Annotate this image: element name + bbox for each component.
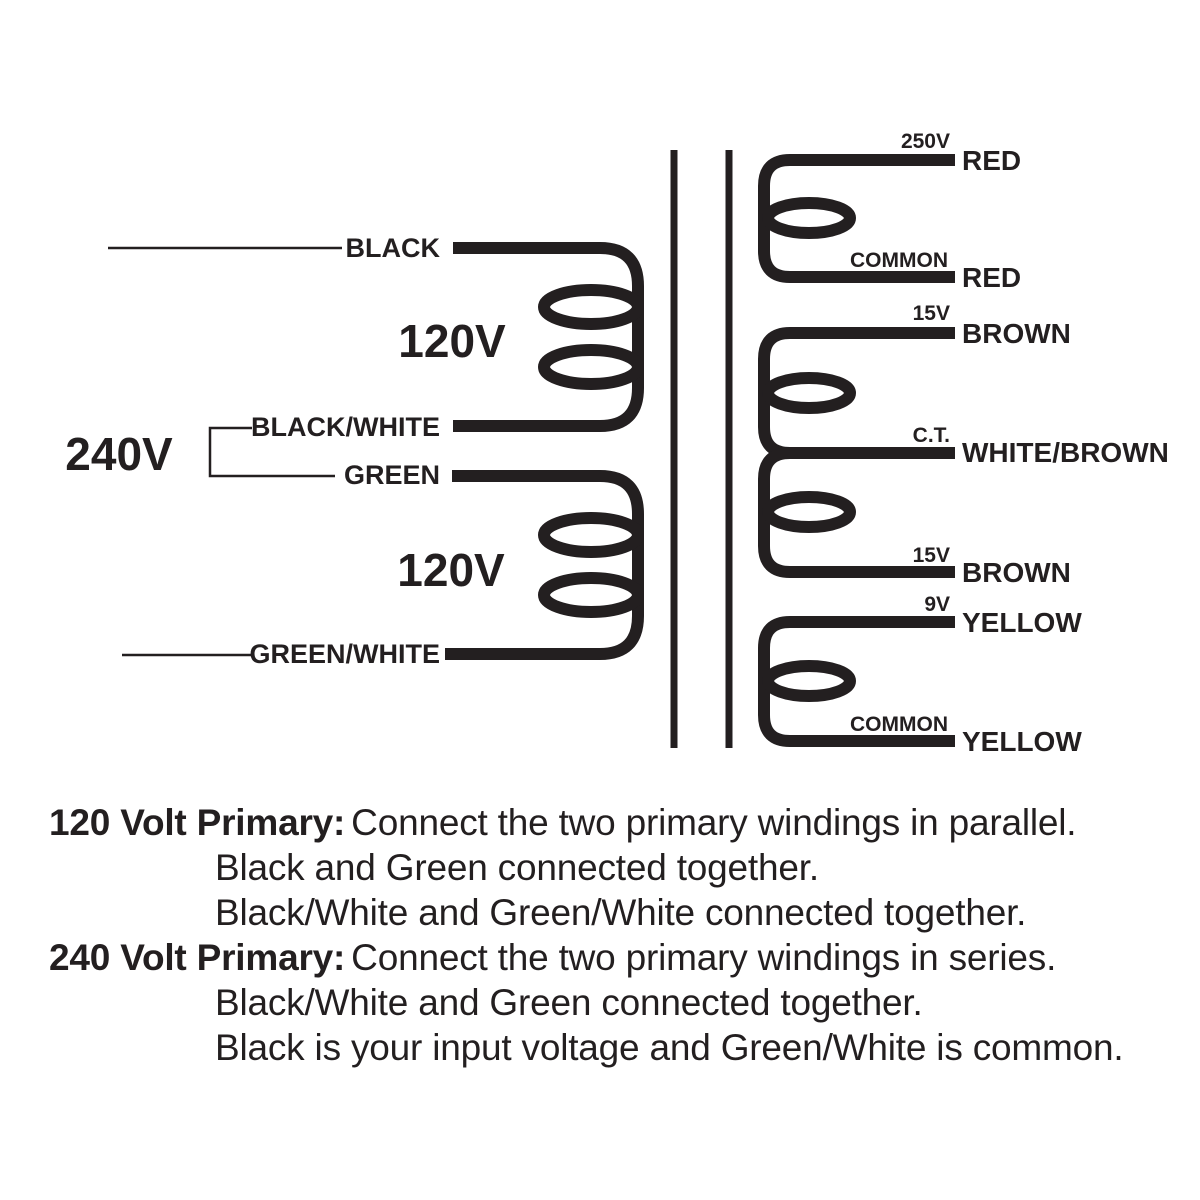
primary-winding-1-voltage-label: 120V xyxy=(398,315,506,367)
instruction-240v-detail-2: Black is your input voltage and Green/Wh… xyxy=(215,1027,1124,1068)
primary-coil-2-wire xyxy=(445,470,644,660)
secondary-coil-1-loop xyxy=(762,197,856,239)
secondary-3-bottom-tap-label: COMMON xyxy=(850,713,948,736)
instruction-120v-heading: 120 Volt Primary: xyxy=(49,802,346,843)
secondary-3-top-wire-label: YELLOW xyxy=(962,607,1082,638)
primary-input-voltage-label: 240V xyxy=(65,428,173,480)
secondary-2-center-wire-label: WHITE/BROWN xyxy=(962,437,1169,468)
primary-coil-1-wire xyxy=(453,242,644,432)
secondary-1-top-wire-label: RED xyxy=(962,145,1021,176)
series-bracket xyxy=(208,426,335,478)
black-white-lead-label: BLACK/WHITE xyxy=(251,412,440,442)
instruction-240v-lead-text: Connect the two primary windings in seri… xyxy=(351,937,1057,978)
secondary-3-top-tap-label: 9V xyxy=(924,593,950,616)
instruction-240v-heading: 240 Volt Primary: xyxy=(49,937,346,978)
secondary-2-bottom-wire-label: BROWN xyxy=(962,557,1071,588)
secondary-2-center-tap-label: C.T. xyxy=(913,424,950,447)
primary-coil-1-loop-1 xyxy=(538,284,644,330)
instruction-line-240v-heading: 240 Volt Primary:Connect the two primary… xyxy=(49,935,1189,980)
wiring-instructions: 120 Volt Primary:Connect the two primary… xyxy=(49,800,1189,1070)
instruction-120v-lead-text: Connect the two primary windings in para… xyxy=(351,802,1077,843)
primary-coil-2-loop-2 xyxy=(538,572,644,618)
secondary-coil-3-loop xyxy=(762,660,856,702)
instruction-120v-detail-1: Black and Green connected together. xyxy=(215,847,819,888)
secondary-3-bottom-wire-label: YELLOW xyxy=(962,726,1082,757)
secondary-2-bottom-tap-label: 15V xyxy=(913,544,950,567)
instruction-120v-detail-2: Black/White and Green/White connected to… xyxy=(215,892,1027,933)
secondary-coil-2-lower-wire xyxy=(758,447,955,578)
secondary-coil-2-loop-1 xyxy=(762,372,856,414)
instruction-240v-detail-1: Black/White and Green connected together… xyxy=(215,982,923,1023)
secondary-1-top-tap-label: 250V xyxy=(901,130,950,153)
secondary-1-bottom-tap-label: COMMON xyxy=(850,249,948,272)
black-lead-label: BLACK xyxy=(346,233,441,263)
primary-coil-1-loop-2 xyxy=(538,344,644,390)
secondary-1-bottom-wire-label: RED xyxy=(962,262,1021,293)
instruction-line-120v-heading: 120 Volt Primary:Connect the two primary… xyxy=(49,800,1189,845)
green-lead-label: GREEN xyxy=(344,460,440,490)
primary-coil-2-loop-1 xyxy=(538,512,644,558)
secondary-2-top-tap-label: 15V xyxy=(913,302,950,325)
green-white-lead-label: GREEN/WHITE xyxy=(249,639,440,669)
secondary-coil-2-loop-2 xyxy=(762,491,856,533)
primary-winding-2-voltage-label: 120V xyxy=(397,544,505,596)
secondary-2-top-wire-label: BROWN xyxy=(962,318,1071,349)
